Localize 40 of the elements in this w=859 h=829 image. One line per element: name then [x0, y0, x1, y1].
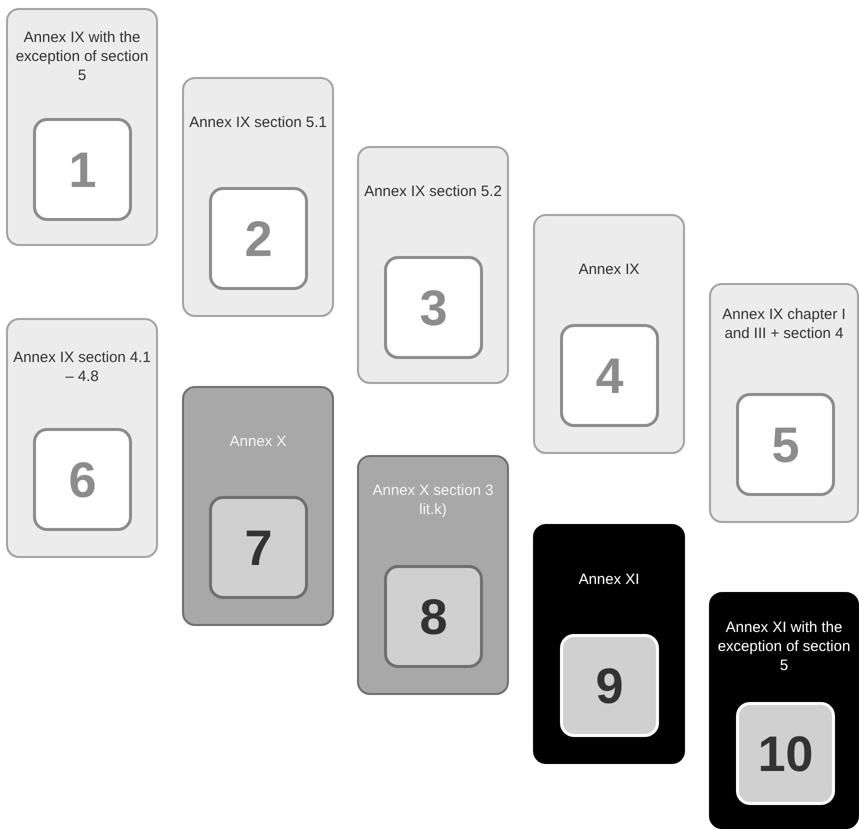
- card-heading: Annex X: [228, 432, 288, 451]
- card-heading: Annex IX section 5.2: [363, 182, 503, 201]
- annex-card: [533, 524, 685, 764]
- card-number: 5: [772, 420, 800, 470]
- annex-card: [709, 283, 859, 523]
- card-heading: Annex IX with the exception of section 5: [14, 28, 150, 85]
- card-number: 7: [244, 522, 272, 572]
- number-tile: [384, 565, 483, 668]
- card-heading: Annex IX section 4.1 – 4.8: [12, 348, 152, 386]
- card-heading: Annex IX chapter I and III + section 4: [721, 305, 847, 343]
- annex-card: [709, 592, 859, 829]
- number-tile: [736, 702, 835, 805]
- card-heading: Annex IX section 5.1: [188, 113, 328, 132]
- number-tile: [209, 496, 308, 599]
- annex-card: [6, 8, 158, 246]
- card-number: 1: [68, 144, 96, 194]
- card-heading: Annex XI with the exception of section 5: [716, 618, 852, 675]
- card-number: 4: [596, 350, 624, 400]
- card-heading: Annex X section 3 lit.k): [372, 481, 494, 519]
- number-tile: [560, 634, 659, 737]
- card-number: 8: [420, 592, 448, 642]
- card-number: 9: [596, 660, 624, 710]
- annex-card: [357, 455, 509, 695]
- number-tile: [33, 118, 132, 221]
- number-tile: [209, 187, 308, 290]
- card-number: 10: [758, 728, 814, 778]
- annex-card: [182, 386, 334, 626]
- card-number: 3: [420, 282, 448, 332]
- annex-card: [533, 214, 685, 454]
- card-heading: Annex XI: [578, 570, 640, 589]
- number-tile: [33, 428, 132, 531]
- card-number: 6: [68, 454, 96, 504]
- number-tile: [384, 256, 483, 359]
- annex-card: [182, 77, 334, 317]
- number-tile: [560, 324, 659, 427]
- annex-card: [357, 146, 509, 384]
- card-number: 2: [244, 214, 272, 264]
- number-tile: [736, 393, 835, 496]
- annex-card: [6, 318, 158, 558]
- card-heading: Annex IX: [578, 260, 640, 279]
